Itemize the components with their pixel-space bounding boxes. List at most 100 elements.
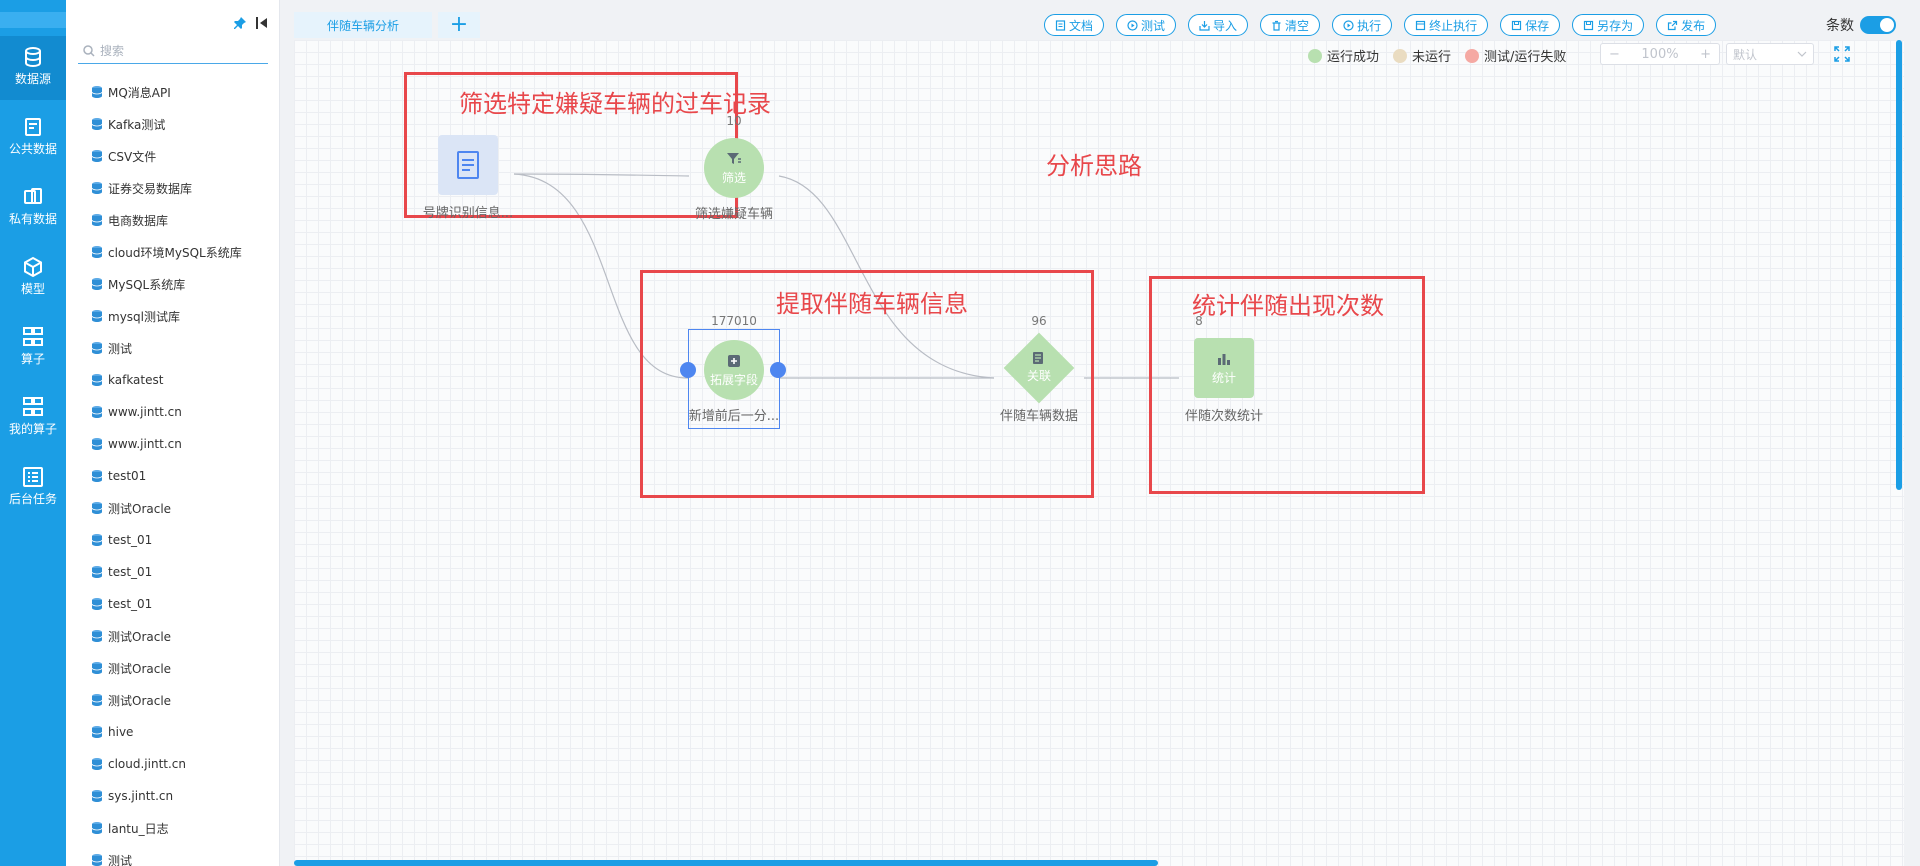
database-icon: [91, 758, 103, 770]
datasource-item[interactable]: test_01: [90, 588, 275, 620]
fit-screen-icon[interactable]: [1834, 46, 1850, 62]
legend-label: 测试/运行失败: [1484, 50, 1567, 65]
nav-item-my-operator[interactable]: 我的算子: [0, 386, 66, 450]
save-as-button[interactable]: 另存为: [1572, 14, 1645, 36]
datasource-item[interactable]: hive: [90, 716, 275, 748]
nav-item-public-data[interactable]: 公共数据: [0, 106, 66, 170]
datasource-item[interactable]: www.jintt.cn: [90, 396, 275, 428]
edge-filter-join: [778, 175, 995, 379]
search-input[interactable]: [100, 43, 260, 58]
datasource-label: 测试: [108, 341, 133, 356]
nav-item-datasource[interactable]: 数据源: [0, 36, 66, 100]
database-icon: [91, 310, 103, 322]
run-button-label: 执行: [1357, 18, 1382, 33]
datasource-item[interactable]: mysql测试库: [90, 300, 275, 332]
my-operator-icon: [23, 397, 43, 416]
test-button[interactable]: 测试: [1116, 14, 1177, 36]
annotation-title-extract: 提取伴随车辆信息: [776, 290, 968, 318]
save-button[interactable]: 保存: [1500, 14, 1561, 36]
database-icon: [91, 214, 103, 226]
doc-button-label: 文档: [1069, 18, 1094, 33]
import-button[interactable]: 导入: [1188, 14, 1249, 36]
annotation-box-extract: [640, 270, 1094, 498]
datasource-item[interactable]: MySQL系统库: [90, 268, 275, 300]
flow-canvas[interactable]: 运行成功 未运行 测试/运行失败 − 100% + 默认 筛选特定嫌疑车辆的过车…: [294, 40, 1904, 866]
node-extend-input-port[interactable]: [680, 362, 696, 378]
nav-label: 模型: [20, 282, 45, 296]
datasource-label: MySQL系统库: [108, 277, 186, 292]
operator-icon: [23, 327, 43, 346]
nav-label: 后台任务: [8, 492, 57, 506]
datasource-label: mysql测试库: [108, 309, 180, 324]
datasource-item[interactable]: 测试: [90, 332, 275, 364]
nav-item-operator[interactable]: 算子: [0, 316, 66, 380]
node-extend-output-port[interactable]: [770, 362, 786, 378]
doc-button[interactable]: 文档: [1044, 14, 1105, 36]
document-icon: [457, 151, 479, 179]
datasource-item[interactable]: lantu_日志: [90, 812, 275, 844]
save-button-label: 保存: [1525, 18, 1550, 33]
datasource-item[interactable]: test01: [90, 460, 275, 492]
count-switch[interactable]: [1860, 16, 1896, 34]
layout-select[interactable]: 默认: [1726, 43, 1814, 65]
vertical-scrollbar[interactable]: [1896, 40, 1902, 490]
datasource-item[interactable]: MQ消息API: [90, 76, 275, 108]
publish-button[interactable]: 发布: [1656, 14, 1717, 36]
datasource-item[interactable]: test_01: [90, 524, 275, 556]
annotation-title-stat: 统计伴随出现次数: [1192, 292, 1384, 320]
zoom-value: 100%: [1641, 46, 1679, 62]
legend-label: 未运行: [1412, 50, 1452, 65]
run-button[interactable]: 执行: [1332, 14, 1393, 36]
datasource-item[interactable]: 测试Oracle: [90, 620, 275, 652]
datasource-item[interactable]: 测试Oracle: [90, 684, 275, 716]
database-icon: [91, 726, 103, 738]
datasource-label: www.jintt.cn: [108, 437, 182, 451]
zoom-out-button[interactable]: −: [1609, 46, 1620, 62]
datasource-label: cloud.jintt.cn: [108, 757, 187, 771]
node-extend[interactable]: 拓展字段: [704, 340, 764, 400]
datasource-item[interactable]: www.jintt.cn: [90, 428, 275, 460]
datasource-item[interactable]: 证券交易数据库: [90, 172, 275, 204]
import-button-label: 导入: [1213, 18, 1238, 33]
clear-button[interactable]: 清空: [1260, 14, 1321, 36]
database-icon: [91, 246, 103, 258]
zoom-in-button[interactable]: +: [1700, 46, 1711, 62]
node-extend-count: 177010: [711, 314, 757, 328]
datasource-item[interactable]: 电商数据库: [90, 204, 275, 236]
datasource-label: www.jintt.cn: [108, 405, 182, 419]
trash-icon: [1272, 20, 1281, 31]
datasource-label: test_01: [108, 597, 153, 611]
database-icon: [91, 374, 103, 386]
add-tab-button[interactable]: +: [438, 12, 480, 38]
nav-item-private-data[interactable]: 私有数据: [0, 176, 66, 240]
datasource-item[interactable]: cloud环境MySQL系统库: [90, 236, 275, 268]
datasource-label: CSV文件: [108, 149, 157, 164]
datasource-item[interactable]: 测试Oracle: [90, 492, 275, 524]
datasource-item[interactable]: cloud.jintt.cn: [90, 748, 275, 780]
tab-main[interactable]: 伴随车辆分析: [294, 12, 432, 38]
nav-item-tasks[interactable]: 后台任务: [0, 456, 66, 520]
node-plate-source[interactable]: [438, 135, 498, 195]
collapse-panel-icon[interactable]: [255, 16, 269, 30]
nav-item-model[interactable]: 模型: [0, 246, 66, 310]
datasource-item[interactable]: CSV文件: [90, 140, 275, 172]
count-toggle-label: 条数: [1826, 18, 1854, 34]
node-stat[interactable]: 统计: [1194, 338, 1254, 398]
node-join-count: 96: [1031, 314, 1047, 328]
nav-top-strip: [0, 12, 66, 28]
datasource-item[interactable]: test_01: [90, 556, 275, 588]
datasource-item[interactable]: 测试Oracle: [90, 652, 275, 684]
datasource-item[interactable]: sys.jintt.cn: [90, 780, 275, 812]
database-icon: [91, 662, 103, 674]
pin-icon[interactable]: [233, 16, 247, 30]
edge-plate-extend: [513, 173, 690, 379]
horizontal-scrollbar[interactable]: [294, 860, 1158, 866]
datasource-item[interactable]: kafkatest: [90, 364, 275, 396]
datasource-item[interactable]: 测试: [90, 844, 275, 866]
datasource-item[interactable]: Kafka测试: [90, 108, 275, 140]
stop-button[interactable]: 终止执行: [1404, 14, 1489, 36]
node-filter[interactable]: 筛选: [704, 138, 764, 198]
play-circle-icon: [1127, 19, 1138, 31]
node-extend-selection: [688, 329, 780, 429]
database-icon: [91, 86, 103, 98]
